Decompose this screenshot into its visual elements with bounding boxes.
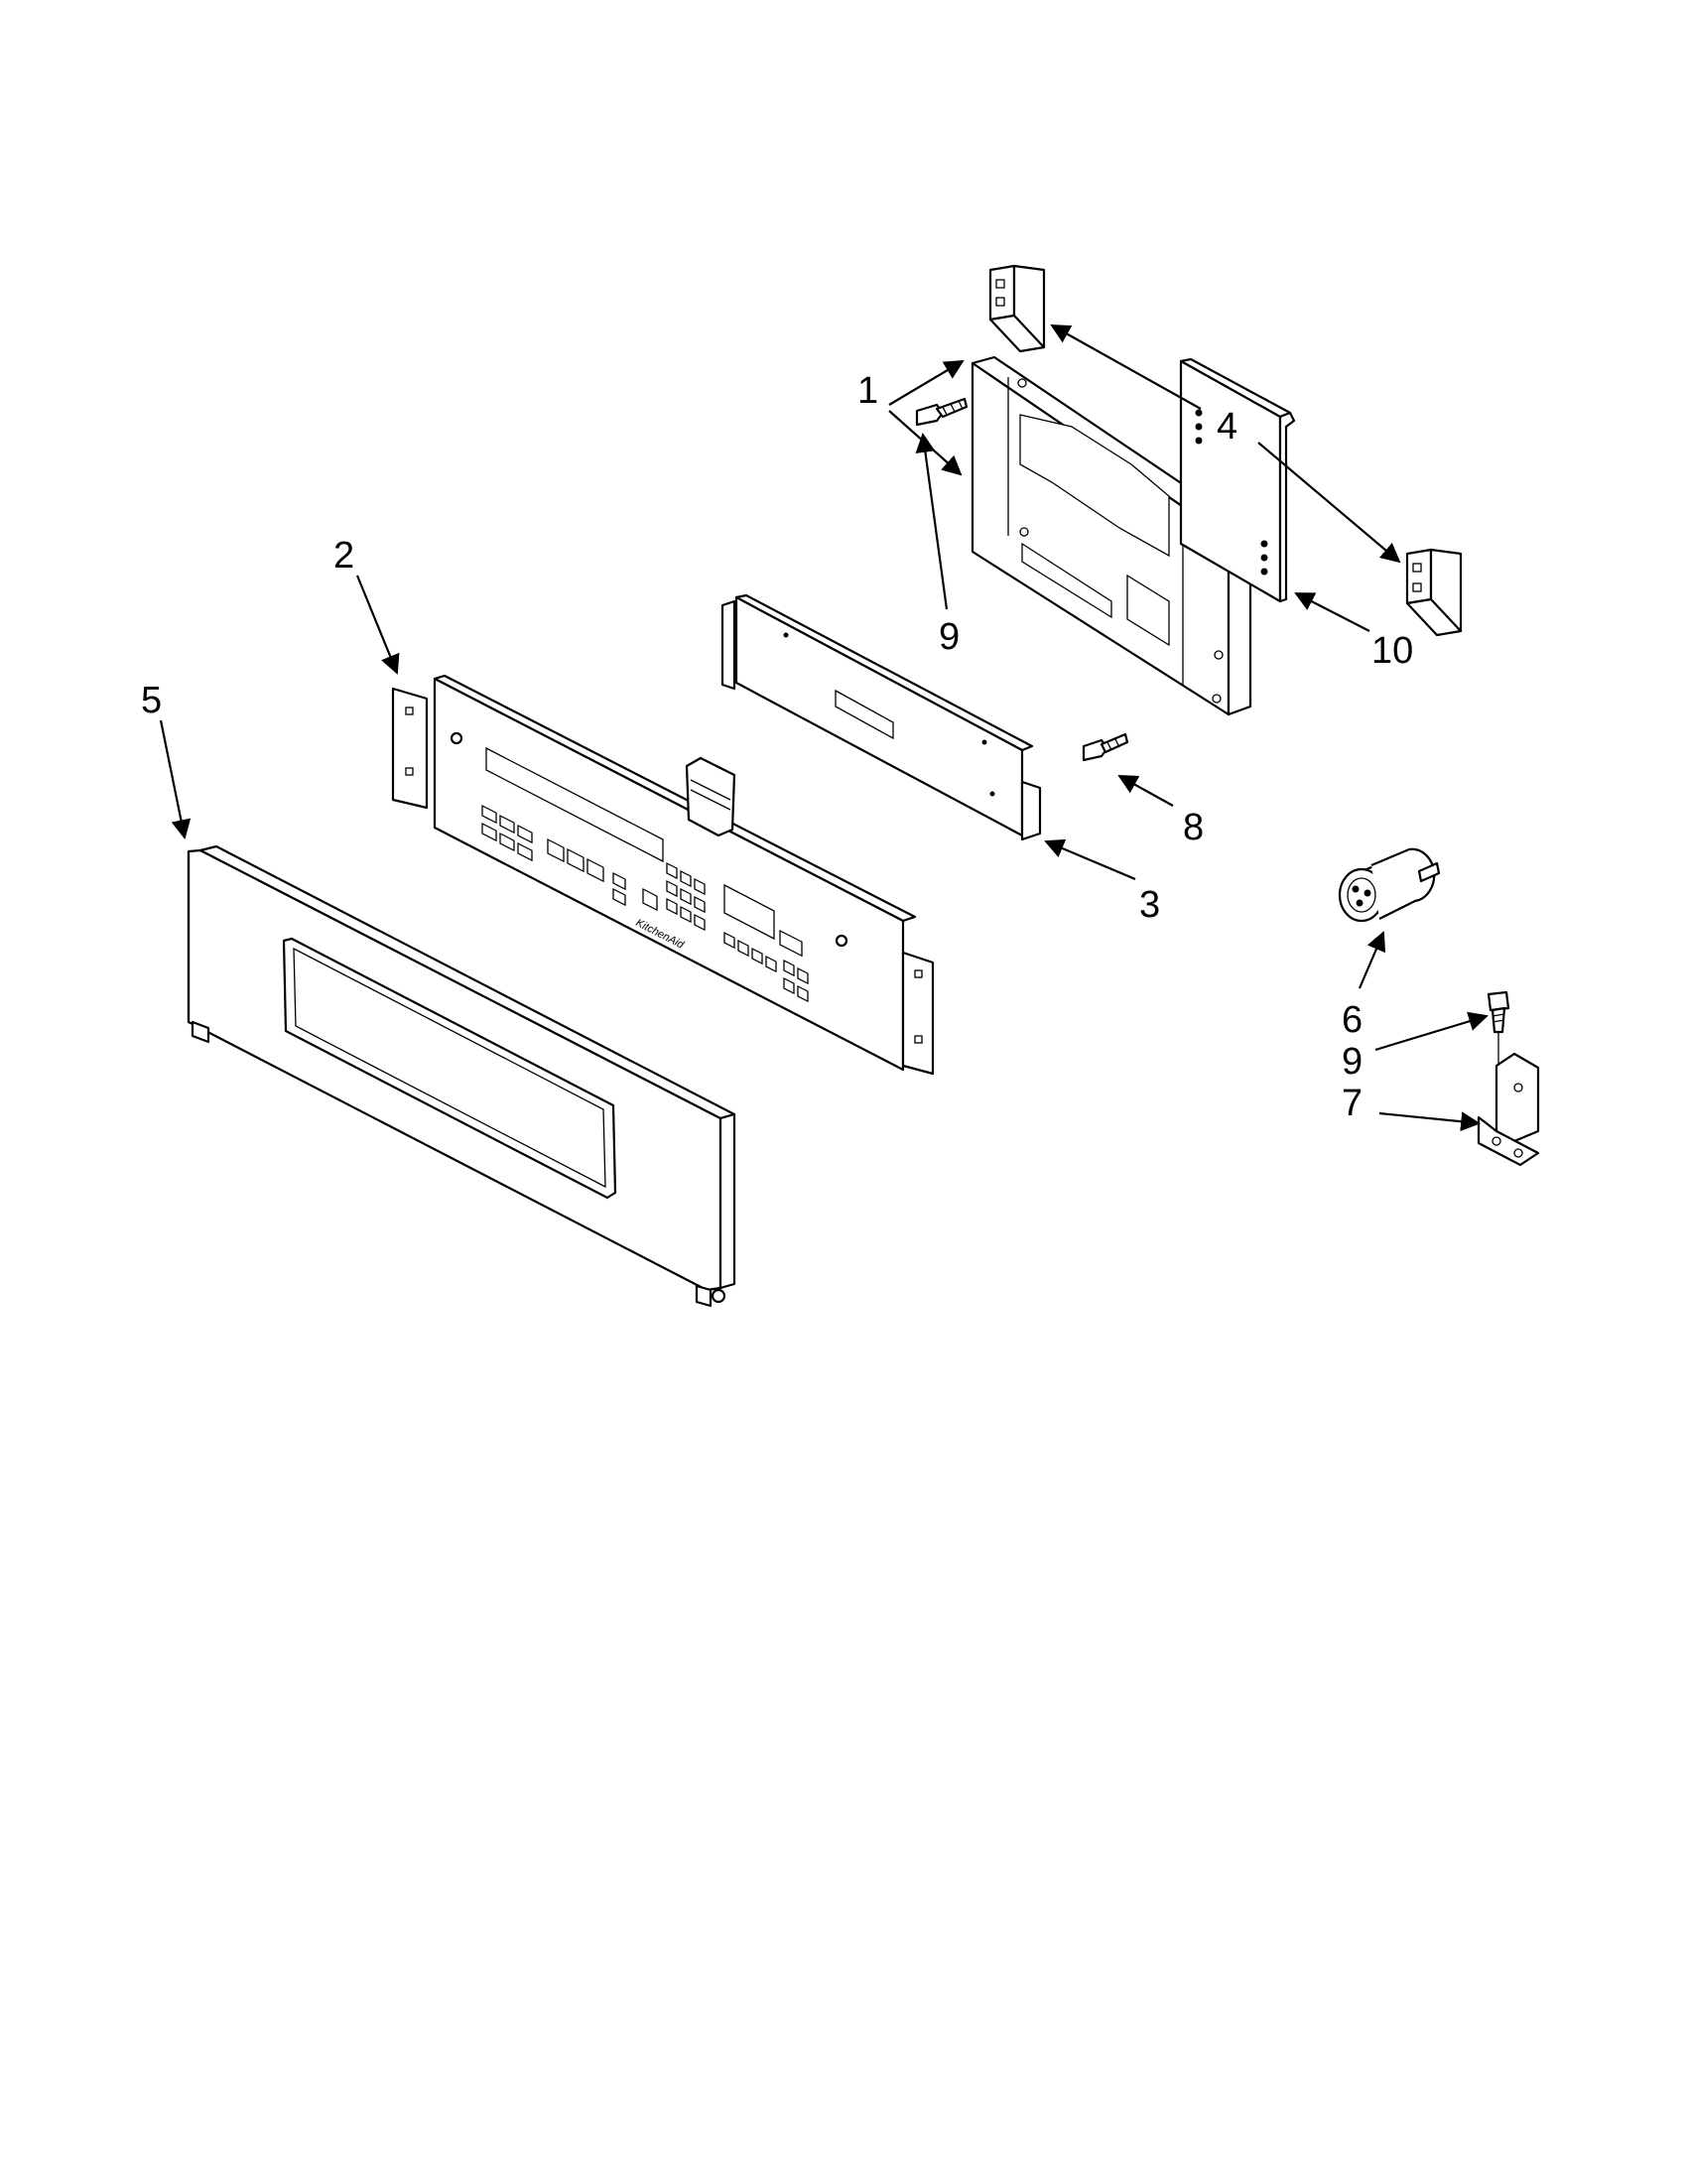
part-7-mounting-bracket (1477, 1032, 1540, 1167)
callout-3: 3 (1139, 884, 1160, 926)
part-9-screw-upper (915, 397, 969, 427)
part-4-bracket-lower (1405, 548, 1463, 637)
callout-1: 1 (857, 370, 878, 412)
callout-4: 4 (1217, 406, 1237, 448)
callout-8: 8 (1183, 807, 1204, 848)
part-10-circuit-board (1179, 357, 1296, 603)
callout-labels: 1 2 3 4 5 6 7 8 9 9 10 (141, 370, 1413, 1124)
callout-6: 6 (1342, 999, 1363, 1041)
leader-2 (355, 575, 400, 675)
part-4-bracket-upper (988, 264, 1046, 353)
part-5-trim-panel (187, 844, 736, 1308)
leader-6 (1358, 931, 1386, 989)
leader-4-upper (1050, 324, 1202, 410)
callout-2: 2 (333, 535, 354, 577)
part-2-control-panel: KitchenAid (391, 674, 935, 1076)
callout-9-upper: 9 (939, 616, 960, 658)
leader-9-lower (1374, 1011, 1489, 1052)
leader-lines (159, 324, 1489, 1132)
leader-10 (1294, 592, 1370, 632)
leader-7 (1378, 1111, 1481, 1132)
callout-9-lower: 9 (1342, 1041, 1363, 1083)
leader-3 (1044, 838, 1136, 881)
callout-5: 5 (141, 680, 162, 721)
leader-9-upper (915, 433, 949, 610)
leader-4-lower (1257, 442, 1401, 564)
leader-5 (159, 719, 192, 839)
part-3-rear-cover (720, 593, 1042, 841)
callout-10: 10 (1371, 630, 1413, 672)
part-9-screw-lower (1487, 990, 1510, 1034)
part-6-cylinder-component (1338, 847, 1441, 923)
leader-8 (1117, 775, 1174, 807)
keypad-buttons (481, 805, 809, 1003)
part-8-screw (1082, 732, 1129, 762)
leader-1 (888, 359, 965, 406)
callout-7: 7 (1342, 1083, 1363, 1124)
